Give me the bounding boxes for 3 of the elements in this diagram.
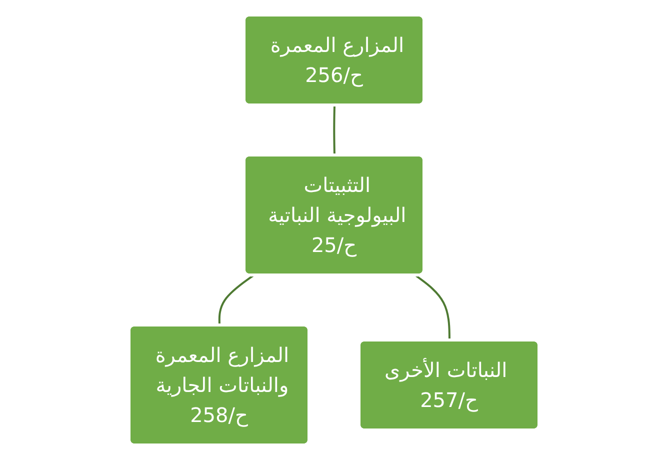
connector	[414, 274, 450, 340]
connector	[218, 274, 254, 326]
connector	[332, 104, 335, 156]
